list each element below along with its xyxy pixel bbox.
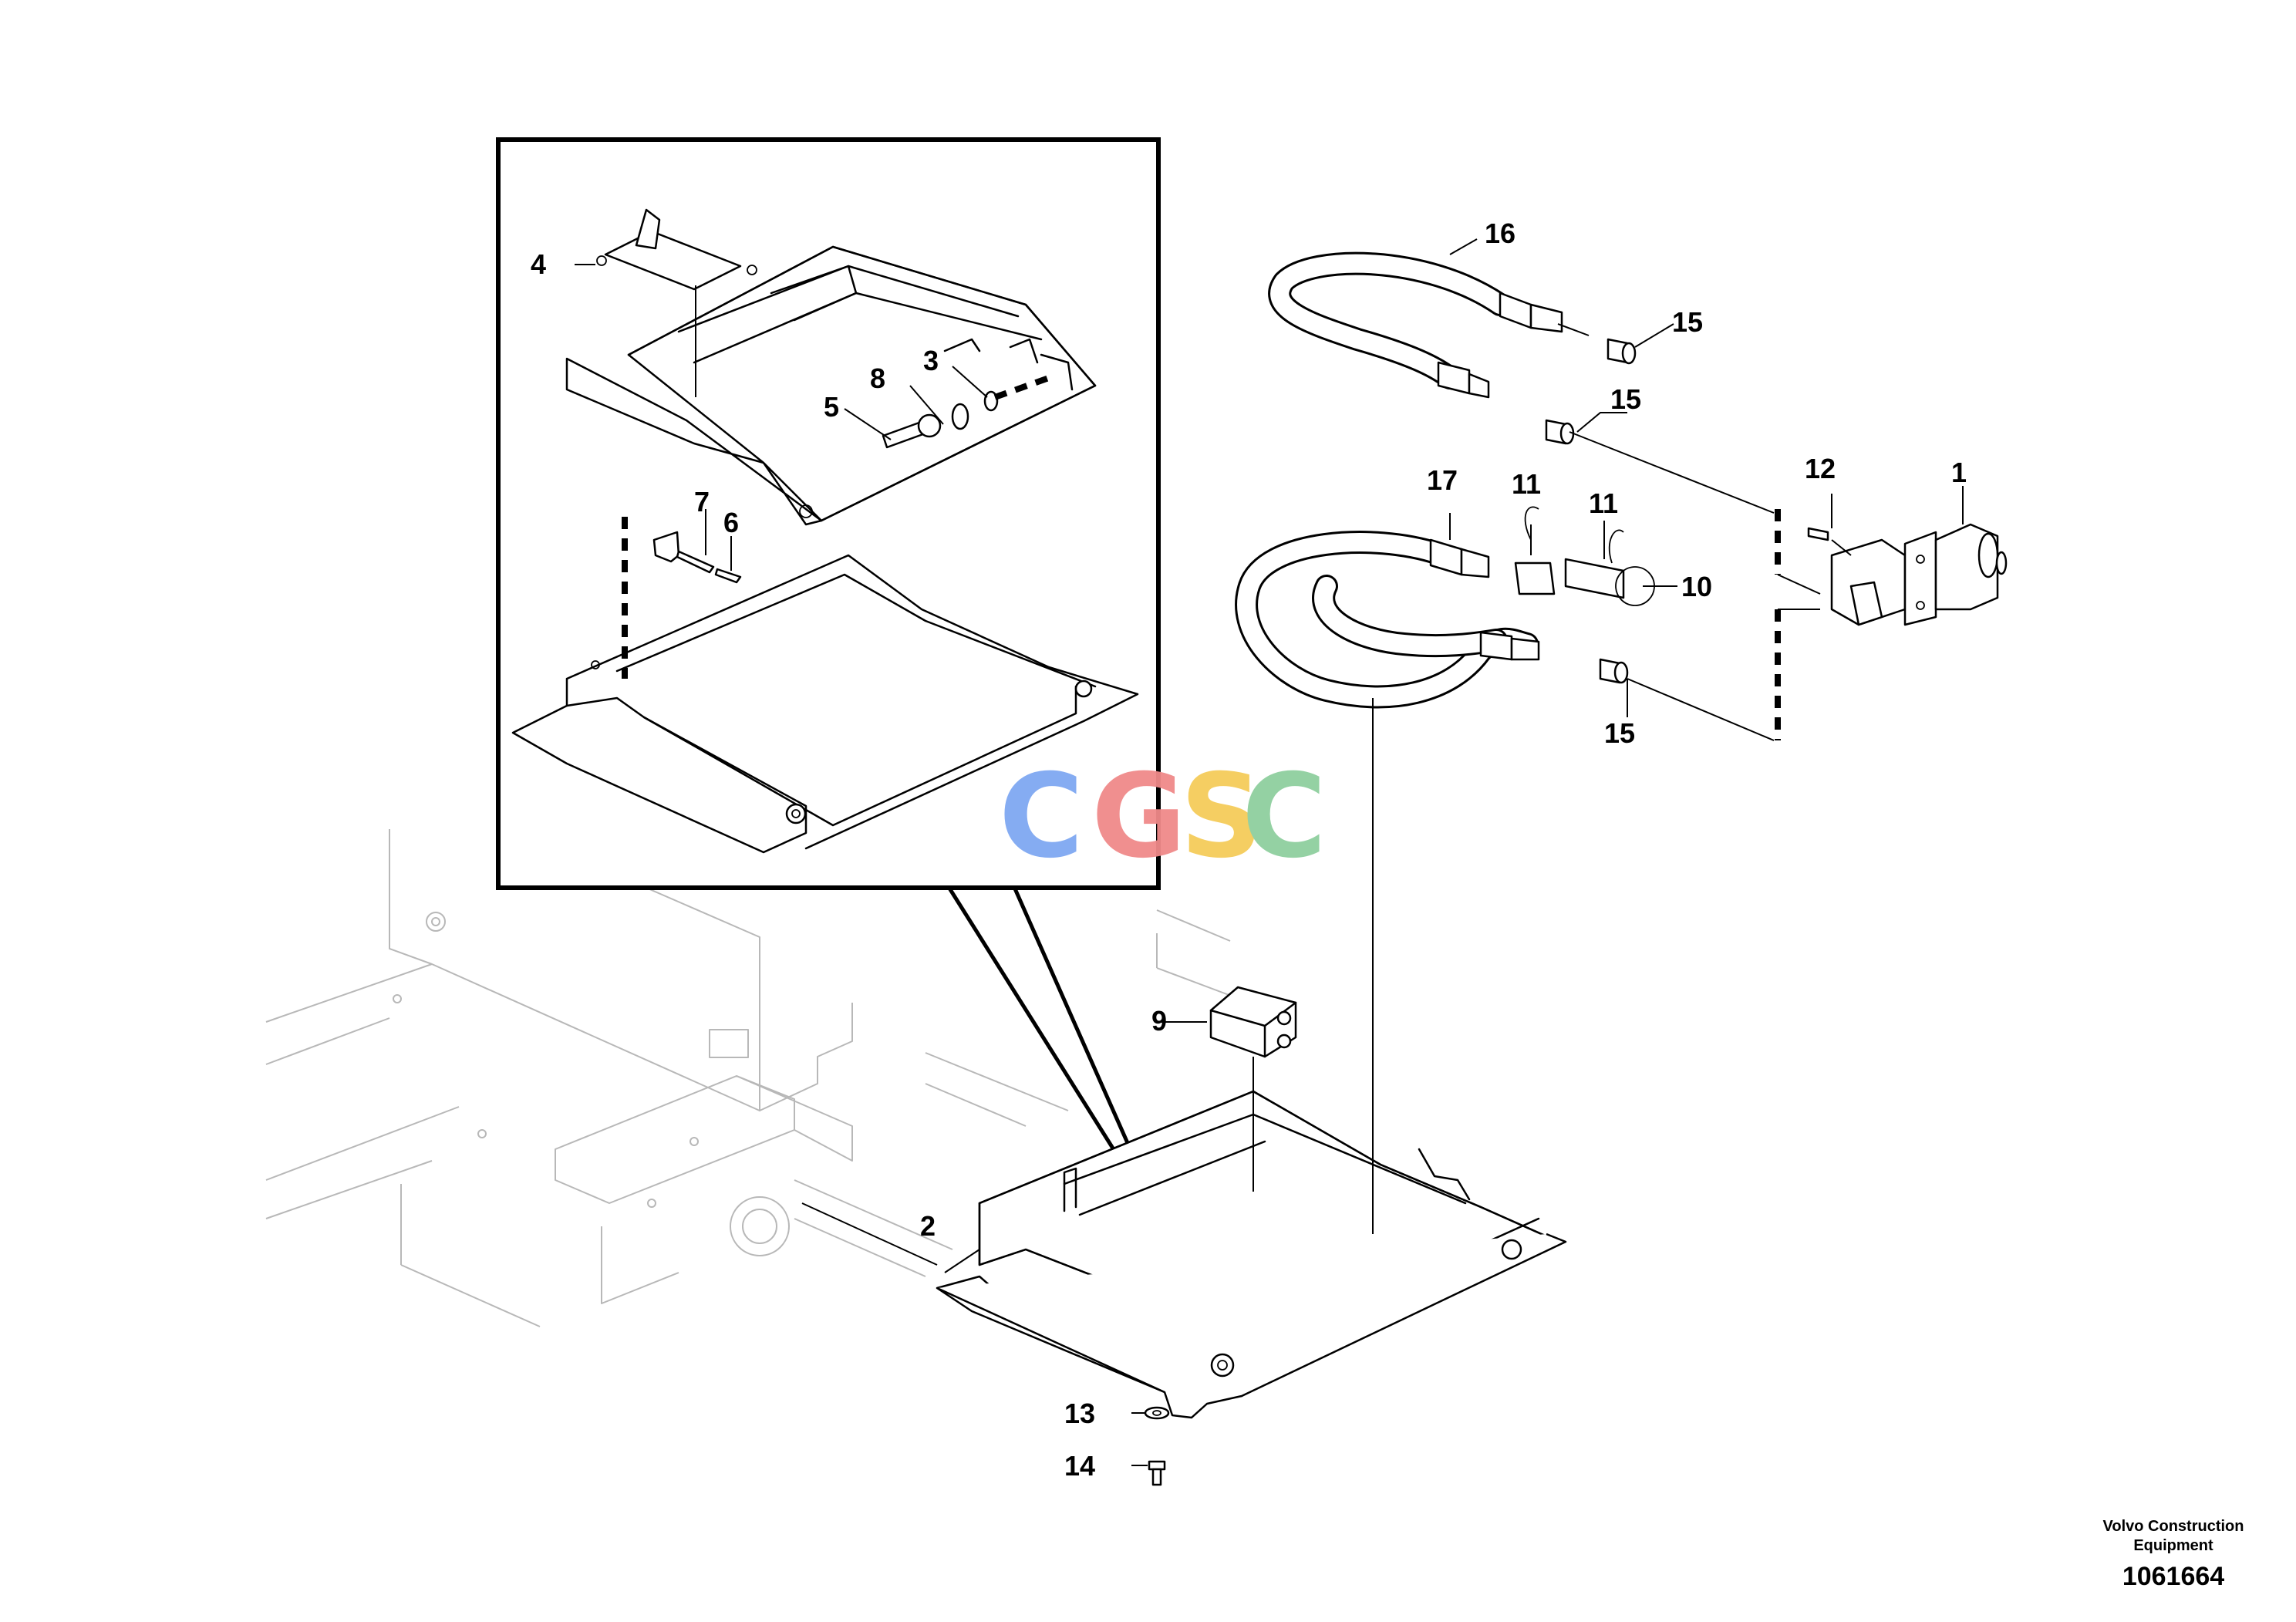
plugs-15 (1545, 323, 1674, 717)
document-number: 1061664 (2122, 1562, 2224, 1591)
fasteners-13-14 (1131, 1406, 1170, 1486)
watermark-letter-1: C (999, 750, 1084, 884)
watermark-letter-4: C (1242, 750, 1327, 884)
watermark: C G S C (999, 750, 1327, 884)
watermark-letter-2: G (1091, 750, 1186, 884)
plugs-10-11 (1514, 506, 1677, 606)
callout-10: 10 (1681, 571, 1712, 602)
callout-16: 16 (1485, 218, 1515, 249)
callout-6: 6 (723, 507, 739, 538)
callout-17: 17 (1427, 464, 1458, 496)
callout-15-bottom: 15 (1604, 717, 1635, 749)
callout-15-top: 15 (1672, 306, 1703, 338)
callout-15-middle: 15 (1610, 383, 1641, 415)
footer: Volvo Construction Equipment 1061664 (2103, 1518, 2244, 1591)
callout-5: 5 (824, 391, 839, 423)
component-item-1 (1807, 486, 2008, 626)
hose-16 (1268, 238, 1563, 399)
callout-4: 4 (531, 248, 546, 280)
machine-frame-ghost (265, 829, 1250, 1327)
callout-8: 8 (870, 363, 885, 394)
callout-13: 13 (1064, 1398, 1095, 1429)
callout-2: 2 (920, 1210, 936, 1242)
callout-11-right: 11 (1589, 487, 1618, 519)
callout-3: 3 (923, 345, 939, 376)
battery-tray-main (801, 1090, 1567, 1419)
callout-12: 12 (1805, 453, 1836, 484)
callouts: 1 2 3 4 5 6 7 8 9 10 11 11 12 13 14 15 1… (531, 218, 1967, 1482)
callout-11-left: 11 (1512, 468, 1541, 500)
routing-lines (1557, 323, 1821, 741)
callout-9: 9 (1151, 1005, 1167, 1037)
callout-7: 7 (694, 486, 710, 518)
relay-item-9 (1157, 986, 1297, 1192)
publisher-line-1: Volvo Construction (2103, 1518, 2244, 1535)
publisher-line-2: Equipment (2133, 1537, 2213, 1554)
callout-14: 14 (1064, 1450, 1095, 1482)
watermark-letter-3: S (1180, 750, 1263, 884)
inset-upper-tray (565, 208, 1097, 526)
callout-1: 1 (1951, 457, 1967, 488)
detail-inset (496, 137, 1161, 1159)
inset-lower-tray (511, 509, 1139, 854)
hose-17 (1235, 513, 1540, 1234)
